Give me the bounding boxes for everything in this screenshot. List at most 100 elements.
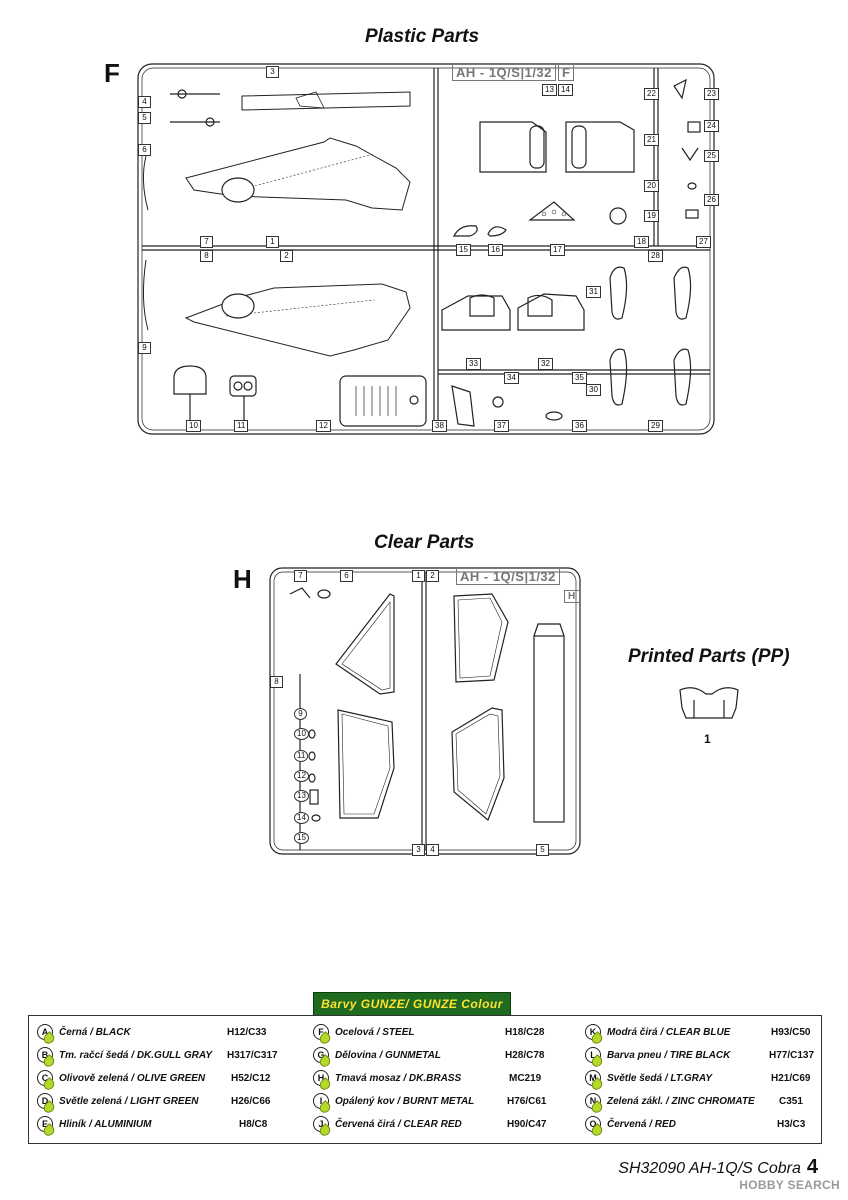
part-f-18: 18 bbox=[634, 236, 649, 248]
part-h-9: 9 bbox=[294, 708, 307, 720]
legend-entry-a: A Černá / BLACK H12/C33 bbox=[37, 1021, 277, 1046]
legend-header: Barvy GUNZE/ GUNZE Colour No. bbox=[313, 992, 511, 1033]
legend-entry-b: B Tm. račcí šedá / DK.GULL GRAY H317/C31… bbox=[37, 1044, 278, 1069]
colour-legend: A Černá / BLACK H12/C33 B Tm. račcí šedá… bbox=[28, 1015, 822, 1144]
part-f-14: 14 bbox=[558, 84, 573, 96]
legend-badge: M bbox=[585, 1070, 605, 1092]
legend-badge: B bbox=[37, 1047, 57, 1069]
sprue-h-letter: H bbox=[233, 564, 252, 594]
part-h-1: 1 bbox=[412, 570, 425, 582]
part-f-20: 20 bbox=[644, 180, 659, 192]
part-f-26: 26 bbox=[704, 194, 719, 206]
part-h-6: 6 bbox=[340, 570, 353, 582]
part-h-12: 12 bbox=[294, 770, 309, 782]
part-f-32: 32 bbox=[538, 358, 553, 370]
part-f-8: 8 bbox=[200, 250, 213, 262]
part-h-3: 3 bbox=[412, 844, 425, 856]
sprue-f-tag-letter: F bbox=[558, 64, 575, 81]
part-f-19: 19 bbox=[644, 210, 659, 222]
legend-entry-o: O Červená / RED H3/C3 bbox=[585, 1113, 817, 1138]
legend-entry-c: C Olivově zelená / OLIVE GREEN H52/C12 bbox=[37, 1067, 277, 1092]
legend-badge: C bbox=[37, 1070, 57, 1092]
sprue-h-tag: AH - 1Q/S|1/32 bbox=[456, 568, 560, 585]
part-f-16: 16 bbox=[488, 244, 503, 256]
part-f-29: 29 bbox=[648, 420, 663, 432]
legend-entry-l: L Barva pneu / TIRE BLACK H77/C137 bbox=[585, 1044, 817, 1069]
part-f-23: 23 bbox=[704, 88, 719, 100]
part-f-9: 9 bbox=[138, 342, 151, 354]
sprue-h-drawing bbox=[269, 567, 581, 855]
part-f-2: 2 bbox=[280, 250, 293, 262]
part-h-14: 14 bbox=[294, 812, 309, 824]
legend-badge: J bbox=[313, 1116, 333, 1138]
part-f-22: 22 bbox=[644, 88, 659, 100]
legend-badge: N bbox=[585, 1093, 605, 1115]
part-f-31: 31 bbox=[586, 286, 601, 298]
legend-badge: L bbox=[585, 1047, 605, 1069]
sprue-h-frame: AH - 1Q/S|1/32 H 1 2 3 4 5 6 7 8 9 10 11… bbox=[266, 564, 584, 858]
part-h-8: 8 bbox=[270, 676, 283, 688]
part-f-13: 13 bbox=[542, 84, 557, 96]
legend-badge: A bbox=[37, 1024, 57, 1046]
part-f-37: 37 bbox=[494, 420, 509, 432]
part-h-15: 15 bbox=[294, 832, 309, 844]
part-h-11: 11 bbox=[294, 750, 309, 762]
part-f-25: 25 bbox=[704, 150, 719, 162]
page-footer: SH32090 AH-1Q/S Cobra 4 bbox=[618, 1156, 818, 1179]
part-h-7: 7 bbox=[294, 570, 307, 582]
legend-entry-m: M Světle šedá / LT.GRAY H21/C69 bbox=[585, 1067, 817, 1092]
page-number: 4 bbox=[806, 1156, 818, 1178]
sprue-f-letter: F bbox=[104, 58, 120, 88]
legend-badge: O bbox=[585, 1116, 605, 1138]
legend-entry-e: E Hliník / ALUMINIUM H8/C8 bbox=[37, 1113, 277, 1138]
legend-badge: F bbox=[313, 1024, 333, 1046]
part-h-13: 13 bbox=[294, 790, 309, 802]
legend-badge: G bbox=[313, 1047, 333, 1069]
part-f-27: 27 bbox=[696, 236, 711, 248]
legend-entry-d: D Světle zelená / LIGHT GREEN H26/C66 bbox=[37, 1090, 277, 1115]
part-f-10: 10 bbox=[186, 420, 201, 432]
legend-entry-j: J Červená čirá / CLEAR RED H90/C47 bbox=[313, 1113, 563, 1138]
part-f-34: 34 bbox=[504, 372, 519, 384]
printed-part-drawing bbox=[676, 684, 742, 724]
printed-part-number: 1 bbox=[704, 732, 711, 746]
clear-parts-title: Clear Parts bbox=[374, 532, 475, 553]
legend-badge: I bbox=[313, 1093, 333, 1115]
part-h-10: 10 bbox=[294, 728, 309, 740]
plastic-parts-title: Plastic Parts bbox=[365, 26, 480, 47]
watermark: HOBBY SEARCH bbox=[739, 1178, 840, 1192]
part-f-11: 11 bbox=[234, 420, 249, 432]
legend-badge: H bbox=[313, 1070, 333, 1092]
legend-badge: E bbox=[37, 1116, 57, 1138]
part-f-3: 3 bbox=[266, 66, 279, 78]
sprue-f-frame: AH - 1Q/S|1/32 F 1 2 3 4 5 6 7 8 9 10 11… bbox=[134, 60, 719, 438]
product-name: SH32090 AH-1Q/S Cobra bbox=[618, 1160, 801, 1177]
part-f-21: 21 bbox=[644, 134, 659, 146]
sprue-f-drawing bbox=[137, 63, 715, 435]
part-f-1: 1 bbox=[266, 236, 279, 248]
legend-entry-g: G Dělovina / GUNMETAL H28/C78 bbox=[313, 1044, 563, 1069]
part-h-5: 5 bbox=[536, 844, 549, 856]
part-f-4: 4 bbox=[138, 96, 151, 108]
part-f-36: 36 bbox=[572, 420, 587, 432]
part-f-5: 5 bbox=[138, 112, 151, 124]
part-f-35: 35 bbox=[572, 372, 587, 384]
legend-entry-k: K Modrá čirá / CLEAR BLUE H93/C50 bbox=[585, 1021, 817, 1046]
legend-badge: D bbox=[37, 1093, 57, 1115]
part-f-17: 17 bbox=[550, 244, 565, 256]
part-h-4: 4 bbox=[426, 844, 439, 856]
part-f-24: 24 bbox=[704, 120, 719, 132]
part-f-33: 33 bbox=[466, 358, 481, 370]
part-f-15: 15 bbox=[456, 244, 471, 256]
legend-entry-i: I Opálený kov / BURNT METAL H76/C61 bbox=[313, 1090, 563, 1115]
part-f-6: 6 bbox=[138, 144, 151, 156]
legend-entry-f: F Ocelová / STEEL H18/C28 bbox=[313, 1021, 563, 1046]
sprue-h-tag-letter: H bbox=[564, 590, 580, 603]
part-h-2: 2 bbox=[426, 570, 439, 582]
printed-parts-title: Printed Parts (PP) bbox=[628, 646, 790, 667]
part-f-7: 7 bbox=[200, 236, 213, 248]
part-f-28: 28 bbox=[648, 250, 663, 262]
legend-badge: K bbox=[585, 1024, 605, 1046]
legend-entry-h: H Tmavá mosaz / DK.BRASS MC219 bbox=[313, 1067, 563, 1092]
sprue-f-tag: AH - 1Q/S|1/32 bbox=[452, 64, 556, 81]
